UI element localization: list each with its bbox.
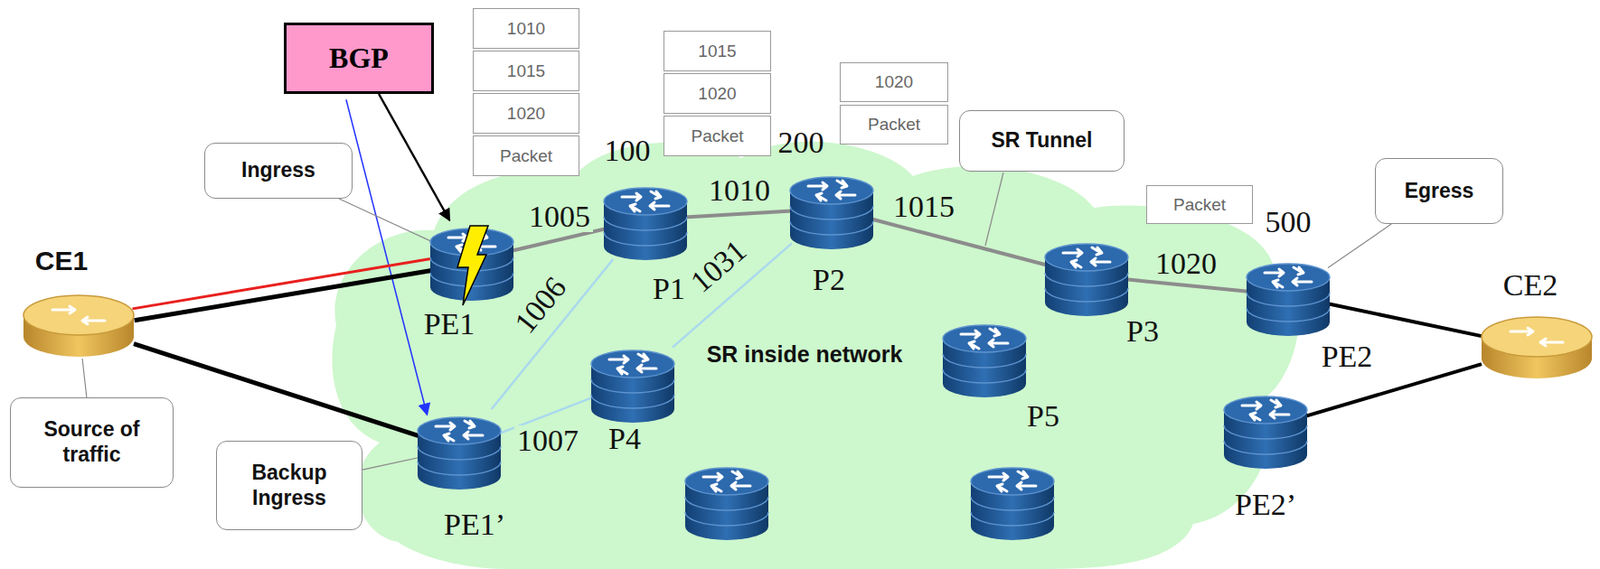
label-stack-box: Packet — [663, 115, 772, 157]
sid-number: 100 — [604, 135, 651, 167]
label-stack-box: Packet — [1146, 185, 1253, 225]
callout-box: Egress — [1374, 158, 1504, 225]
arrow-connector — [378, 94, 450, 221]
router-node: P3 — [1041, 230, 1132, 321]
ce-router-icon — [19, 290, 138, 363]
box-text: Backup Ingress — [239, 461, 339, 511]
link-line — [338, 198, 433, 243]
label-text: 1020 — [875, 72, 913, 93]
box-text: Source of traffic — [37, 417, 147, 468]
node-name: CE1 — [35, 247, 88, 275]
link-line — [362, 457, 420, 471]
node-name: P4 — [608, 423, 641, 455]
node-name: CE2 — [1503, 270, 1558, 302]
router-node: 500PE2 — [1242, 250, 1334, 341]
link-line — [685, 211, 792, 218]
label-stack-box: 1020 — [839, 62, 949, 103]
ce-router-node: CE2 — [1477, 311, 1596, 385]
callout-box: Ingress — [204, 142, 353, 199]
label-stack-box: 1020 — [472, 93, 580, 134]
link-line — [132, 259, 432, 310]
callout-leader — [985, 172, 1004, 246]
router-node: P4 — [587, 337, 678, 428]
ce-router-node: CE1 — [19, 290, 138, 363]
router-node: PE2’ — [1220, 383, 1311, 474]
router-icon — [587, 337, 678, 428]
node-name: P5 — [1026, 401, 1060, 433]
router-icon — [1242, 250, 1334, 341]
label-text: 1010 — [507, 18, 546, 39]
label-stack-box: Packet — [839, 104, 949, 145]
segment-sid-label: 1010 — [705, 175, 773, 207]
box-text: Ingress — [241, 158, 316, 184]
router-node: 200P2 — [786, 163, 877, 255]
router-icon — [414, 404, 505, 495]
segment-sid-label: 1015 — [890, 191, 958, 223]
node-name: P2 — [812, 264, 846, 296]
label-text: Packet — [1173, 195, 1226, 216]
box-text: Egress — [1404, 178, 1475, 205]
label-text: 1020 — [697, 84, 736, 104]
sr-cloud — [331, 141, 1299, 569]
router-icon — [970, 468, 1055, 541]
callout-box: SR Tunnel — [959, 110, 1125, 172]
label-text: Packet — [867, 114, 921, 135]
box-text: BGP — [329, 41, 389, 76]
network-label: SR inside network — [706, 341, 904, 368]
bgp-box: BGP — [283, 22, 434, 95]
failure-bolt — [457, 225, 489, 306]
link-line — [82, 358, 87, 398]
sid-number: 200 — [778, 127, 825, 159]
router-node: PE1 — [426, 215, 518, 306]
link-line — [134, 270, 433, 320]
node-name: PE1’ — [443, 509, 506, 541]
node-name: PE1 — [423, 309, 476, 340]
box-text: SR Tunnel — [990, 128, 1092, 154]
label-text: Packet — [690, 126, 744, 147]
router-icon — [1041, 230, 1132, 321]
node-name: P1 — [652, 273, 686, 305]
label-stack-box: Packet — [472, 135, 580, 177]
segment-sid-label: 1007 — [514, 425, 582, 457]
link-line — [1327, 224, 1392, 269]
label-stack-box: 1020 — [663, 73, 772, 114]
segment-sid-label: 1020 — [1152, 248, 1220, 280]
label-text: 1015 — [697, 41, 736, 62]
node-name: PE2’ — [1234, 489, 1297, 521]
node-name: P3 — [1126, 316, 1159, 348]
router-icon — [426, 215, 518, 306]
router-icon — [1220, 383, 1311, 474]
router-icon — [786, 163, 877, 255]
label-text: Packet — [499, 146, 553, 167]
link-line — [1327, 303, 1482, 337]
router-node: P5 — [939, 311, 1030, 403]
label-text: 1020 — [507, 103, 546, 124]
router-icon — [939, 311, 1030, 403]
ce-router-icon — [1477, 311, 1596, 385]
router-node: PE1’ — [414, 404, 505, 495]
segment-sid-label: 1005 — [526, 201, 593, 233]
arrow-connector — [346, 99, 428, 415]
router-icon — [600, 174, 691, 265]
link-line — [1126, 279, 1249, 292]
label-stack-box: 1015 — [472, 50, 580, 92]
callout-box: Source of traffic — [9, 397, 174, 489]
link-line — [871, 219, 1047, 266]
label-stack-box: 1015 — [663, 30, 772, 72]
router-node: 100P1 — [600, 174, 691, 265]
segment-sid-label: 1031 — [683, 233, 754, 301]
link-line — [133, 344, 420, 437]
label-text: 1015 — [507, 61, 546, 82]
callout-box: Backup Ingress — [216, 441, 363, 531]
node-name: PE2 — [1321, 341, 1374, 373]
sid-number: 500 — [1265, 207, 1312, 238]
segment-sid-label: 1006 — [508, 270, 575, 342]
router-icon — [685, 468, 769, 541]
label-stack-box: 1010 — [472, 8, 580, 49]
